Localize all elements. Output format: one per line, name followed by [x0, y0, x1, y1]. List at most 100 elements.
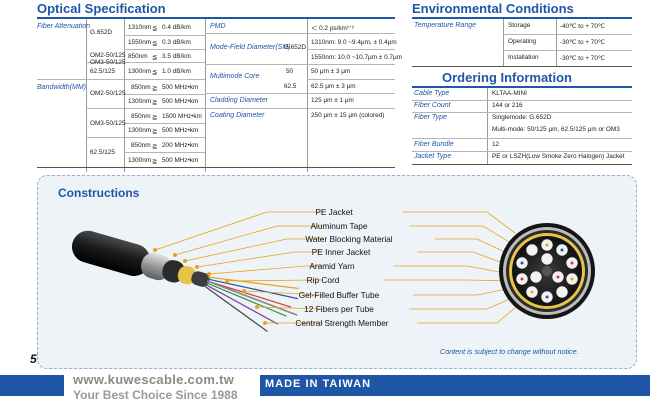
mfd-label: Mode-Field Diameter(SM): [210, 44, 291, 51]
env-hline: [503, 50, 632, 51]
opt-hline: [205, 93, 395, 94]
ord-hline: [412, 100, 632, 101]
att-type: G.652D: [90, 29, 113, 36]
footer-slogan: Your Best Choice Since 1988: [73, 388, 238, 402]
opt-hline: [124, 49, 205, 50]
att-val: 0.3 dB/km: [162, 39, 191, 46]
att-wl: 1550nm: [128, 39, 152, 46]
opt-hline: [307, 79, 395, 80]
att-op: ≦: [152, 40, 158, 47]
footer: www.kuwescable.com.tw Your Best Choice S…: [0, 372, 650, 414]
ord-bottom-rule: [412, 164, 632, 165]
cladding-value: 125 μm ± 1 μm: [311, 97, 354, 104]
opt-vline-2: [124, 19, 125, 172]
constructions-title: Constructions: [58, 186, 140, 200]
ord-vline: [487, 88, 488, 164]
env-hline: [503, 34, 632, 35]
page-number: 5: [30, 352, 37, 366]
coating-label: Coating Diameter: [210, 112, 265, 119]
opt-hline: [124, 35, 205, 36]
bw-wl: 850nm: [131, 142, 151, 149]
multimode-core-label: Multimode Core: [210, 73, 260, 80]
opt-vline-4: [307, 19, 308, 172]
env-vline: [503, 19, 504, 66]
bw-op: ≧: [152, 128, 158, 135]
opt-hline: [307, 49, 395, 50]
mfd-type: G.652D: [284, 44, 307, 51]
opt-hline: [124, 152, 205, 153]
ordering-title: Ordering Information: [442, 70, 572, 85]
bw-val: 1500 MHz•km: [162, 113, 202, 120]
att-val: 1.0 dB/km: [162, 68, 191, 75]
bw-wl: 850nm: [131, 113, 151, 120]
opt-vline-1: [86, 19, 87, 172]
ordering-label: Fiber Count: [414, 102, 451, 109]
bw-val: 500 MHz•km: [162, 127, 199, 134]
footer-white-block: [64, 372, 260, 414]
label-aluminum-tape: Aluminum Tape: [310, 221, 368, 231]
ordering-label: Jacket Type: [414, 153, 452, 160]
label-rip-cord: Rip Cord: [306, 275, 340, 285]
cladding-label: Cladding Diameter: [210, 97, 268, 104]
bw-op: ≧: [152, 143, 158, 150]
att-op: ≦: [152, 25, 158, 32]
ordering-label: Fiber Bundle: [414, 141, 454, 148]
cable-illustration: [71, 211, 595, 333]
label-gel-filled-tube: Gel-Filled Buffer Tube: [298, 290, 380, 300]
label-water-blocking: Water Blocking Material: [305, 234, 393, 244]
att-op: ≦: [152, 69, 158, 76]
opt-hline: [86, 108, 205, 109]
ordering-label: Fiber Type: [414, 114, 447, 121]
ordering-value-2: Multi-mode: 50/125 μm, 62.5/125 μm or OM…: [492, 126, 620, 133]
mfd-value-1550: 1550nm: 10.0 ~10.7μm ± 0.7μm: [311, 54, 402, 61]
label-pe-inner-jacket: PE Inner Jacket: [311, 247, 371, 257]
bw-op: ≧: [152, 158, 158, 165]
att-wl: 850nm: [128, 53, 148, 60]
env-row-value: -40℃ to + 70℃: [560, 23, 606, 30]
ordering-value: PE or LSZH(Low Smoke Zero Halogen) Jacke…: [492, 153, 625, 160]
core-type: 62.5: [284, 83, 297, 90]
env-row-name: Operating: [508, 38, 537, 45]
environmental-title: Environmental Conditions: [412, 1, 574, 16]
bandwidth-label: Bandwidth(MM): [37, 84, 87, 91]
opt-hline: [86, 62, 205, 63]
footer-url[interactable]: www.kuwescable.com.tw: [73, 372, 235, 387]
ord-hline: [412, 138, 632, 139]
pmd-value: ＜ 0.2 ps/km¹ᐟ²: [311, 25, 354, 32]
ordering-value: Singlemode: G.652D: [492, 114, 552, 121]
env-row-name: Storage: [508, 22, 531, 29]
att-val: 3.5 dB/km: [162, 53, 191, 60]
label-12-fibers: 12 Fibers per Tube: [304, 304, 374, 314]
ordering-value: 144 or 216: [492, 102, 523, 109]
bw-type: OM3-50/125: [90, 120, 126, 127]
opt-bottom-rule: [37, 167, 395, 168]
made-in-taiwan: MADE IN TAIWAN: [265, 378, 372, 390]
bw-wl: 1300nm: [128, 127, 152, 134]
ord-hline: [412, 112, 632, 113]
env-row-value: -30℃ to + 70℃: [560, 39, 606, 46]
optical-title-rule: [37, 17, 395, 19]
optical-spec-title: Optical Specification: [37, 1, 166, 16]
env-bottom-rule: [412, 66, 632, 67]
core-type: 50: [286, 68, 294, 75]
ordering-title-rule: [412, 86, 632, 88]
opt-hline: [86, 137, 205, 138]
mfd-value-1310: 1310nm: 9.0 ~9.4μm, ± 0.4μm: [311, 39, 397, 46]
bw-type: OM2-50/125: [90, 90, 126, 97]
bw-wl: 1300nm: [128, 98, 152, 105]
env-row-value: -30℃ to + 70℃: [560, 55, 606, 62]
opt-vline-3: [205, 19, 206, 172]
bw-type: 62.5/125: [90, 149, 115, 156]
opt-hline: [205, 108, 395, 109]
label-pe-jacket: PE Jacket: [315, 207, 353, 217]
env-row-name: Installation: [508, 54, 539, 61]
opt-hline: [37, 79, 205, 80]
opt-hline: [205, 64, 395, 65]
env-vline: [556, 19, 557, 66]
att-wl: 1300nm: [128, 68, 152, 75]
bw-val: 500 MHz•km: [162, 157, 199, 164]
att-op: ≦: [152, 54, 158, 61]
label-central-strength: Central Strength Member: [295, 318, 389, 328]
opt-hline: [124, 123, 205, 124]
environmental-title-rule: [412, 17, 632, 19]
